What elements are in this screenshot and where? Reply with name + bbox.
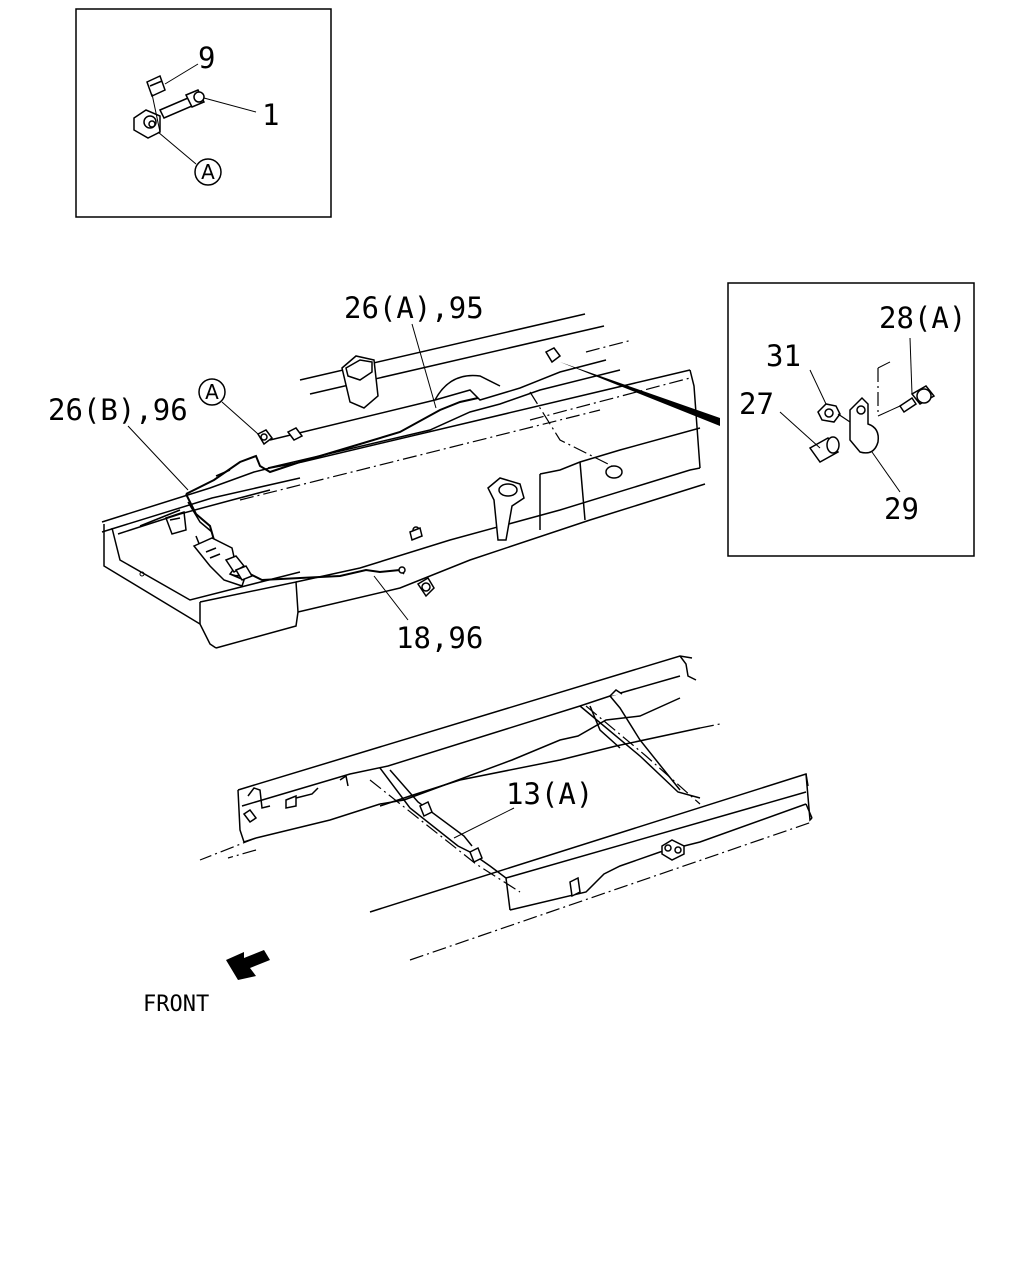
- label-part-27: 27: [739, 387, 774, 421]
- collar-part-27: [808, 436, 840, 463]
- front-label: FRONT: [143, 992, 209, 1017]
- mounting-bolt-a: [256, 429, 274, 446]
- label-part-1: 1: [262, 98, 279, 132]
- bolt-part-28a: [898, 385, 936, 414]
- connector-part-a: [133, 109, 161, 139]
- label-part-9: 9: [198, 41, 215, 75]
- ref-label-a-main: A: [205, 380, 219, 404]
- lower-chassis-frame: [199, 655, 813, 961]
- label-part-28a: 28(A): [879, 301, 966, 335]
- inset-frame-top-left: [75, 8, 332, 218]
- front-direction-arrow: [226, 950, 270, 980]
- clamp-location-on-frame: [544, 347, 562, 364]
- inset-frame-right: [727, 282, 975, 557]
- mounting-clip-18: [416, 576, 435, 598]
- inset-clamp-detail: 28(A) 31 27 29: [727, 282, 975, 557]
- label-part-26a-95: 26(A),95: [344, 291, 484, 325]
- inset-connector-detail: 9 1 A: [75, 8, 332, 218]
- label-part-31: 31: [766, 339, 801, 373]
- ref-label-a-inset: A: [201, 160, 215, 184]
- brake-pipe-routing: [185, 397, 479, 587]
- label-part-26b-96: 26(B),96: [48, 393, 188, 427]
- clamp-part-29: [849, 396, 880, 454]
- label-part-18-96: 18,96: [396, 621, 483, 655]
- callout-wedge: [560, 362, 720, 426]
- lower-mounting-bolt: [661, 839, 685, 861]
- label-part-29: 29: [884, 492, 919, 526]
- nut-part-31: [817, 403, 841, 423]
- ref-circle-a-main: [198, 378, 226, 406]
- label-part-13a: 13(A): [506, 777, 593, 811]
- upper-chassis-frame: [101, 313, 706, 649]
- ref-circle-a-inset: [194, 158, 222, 186]
- hose-fitting-part-1: [158, 89, 206, 119]
- clip-part-9: [146, 74, 166, 98]
